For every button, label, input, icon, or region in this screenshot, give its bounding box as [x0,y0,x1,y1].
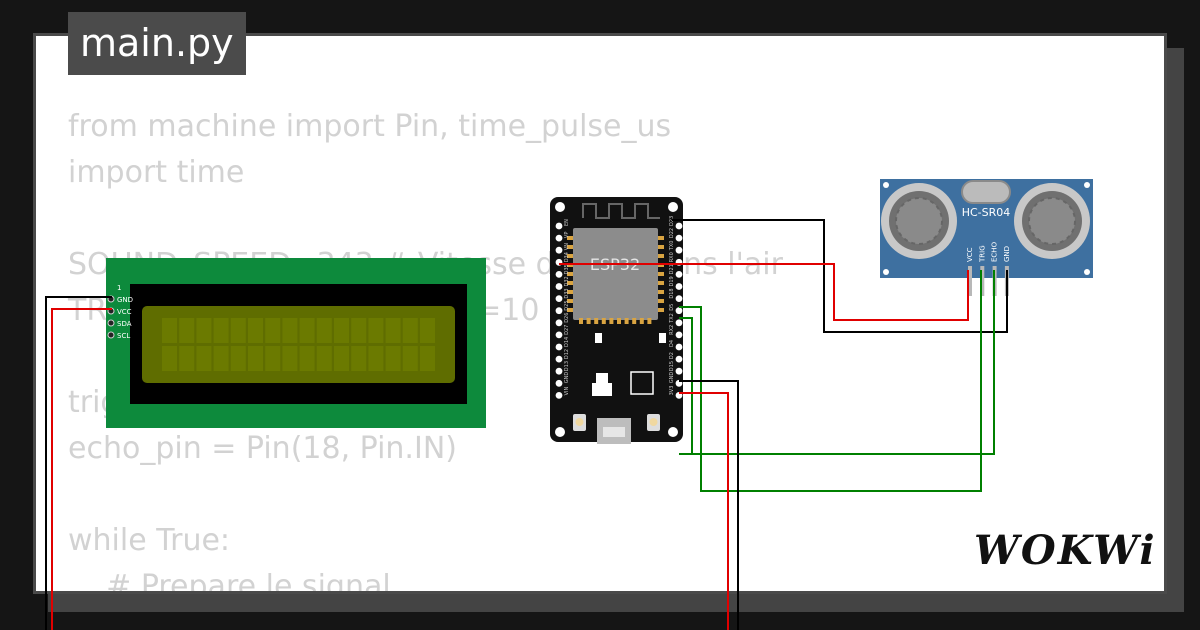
wire-lcd-gnd [45,296,112,630]
esp32-pin[interactable] [555,343,563,351]
esp32-pin-label: GND [564,372,570,384]
crystal [961,180,1011,204]
esp32-pin[interactable] [675,234,683,242]
lcd-pin-label: 1 [117,284,121,292]
esp32-pin[interactable] [675,343,683,351]
lcd-pin-label: GND [117,296,133,304]
esp32-pin[interactable] [675,367,683,375]
esp32-pin[interactable] [555,307,563,315]
esp32-pin[interactable] [555,222,563,230]
esp32-pin-label: D27 [564,325,570,335]
wire-trig [679,270,982,492]
esp32-pin[interactable] [555,392,563,399]
esp32-module [573,228,658,320]
esp32-pin-label: D15 [669,361,675,371]
lcd-pin-label: VCC [117,308,132,316]
esp32-pin[interactable] [675,355,683,363]
wire-esp-gnd [679,380,739,630]
sensor-pin[interactable] [980,266,985,296]
esp32-pin[interactable] [555,379,563,387]
esp32-pin-label: D4 [669,340,675,347]
esp32-pin-label: RX2 [669,325,675,335]
esp32-pin-label: D22 [669,228,675,238]
esp32-pin-label: D33 [564,288,570,298]
esp32-pin[interactable] [675,271,683,278]
esp32-pin-label: TX0 [669,241,675,252]
wires [45,219,1008,630]
esp32-pin-label: D14 [564,337,570,347]
esp32-pin[interactable] [555,319,563,327]
esp32-pin-label: D35 [564,264,570,274]
wokwi-logo: WOKWi [974,527,1157,574]
esp32-pin-label: RX0 [669,252,675,262]
esp32-pin[interactable] [555,295,563,302]
sensor-pin-label: GND [1003,246,1011,262]
sensor-pin-label: VCC [966,247,974,262]
wire-sensor-gnd [672,219,1008,333]
wire-esp-3v3 [679,392,729,630]
esp32-pin[interactable] [555,355,563,363]
esp32-pin-label: EN [564,219,570,226]
esp32-pin[interactable] [555,271,563,278]
sensor-pin-label: TRIG [978,245,986,263]
esp32-pin-label: VP [564,232,570,238]
esp32-board[interactable]: ESP32 ENVPVND34D35D32D33D25D26D27D14D12D… [550,197,683,444]
esp32-pin-label: D13 [564,361,570,371]
esp32-pin[interactable] [675,283,683,290]
esp32-pin-label: D21 [669,264,675,274]
esp32-pin-label: VIN [564,387,570,396]
wire-echo [679,270,995,455]
lcd-pin-label: SDA [117,320,132,328]
esp32-pin[interactable] [675,246,683,254]
esp32-pin-label: TX2 [669,313,675,324]
esp32-pin-label: D12 [564,349,570,359]
wire-lcd-vcc [51,308,112,630]
sensor-pin-label: ECHO [991,241,999,262]
file-tab-main-py[interactable]: main.py [68,12,246,75]
esp32-pin[interactable] [555,234,563,242]
esp32-pin[interactable] [555,283,563,290]
lcd-pin-label: SCL [117,332,130,340]
antenna-icon [582,203,660,219]
esp32-pin[interactable] [675,222,683,230]
esp32-pin[interactable] [675,331,683,339]
lcd-char-grid [162,318,435,371]
lcd-pin[interactable] [107,331,115,339]
sensor-pin[interactable] [968,266,972,296]
esp32-pin[interactable] [675,307,683,315]
esp32-pin-label: D34 [564,252,570,262]
esp32-pin-label: D26 [564,313,570,323]
esp32-pin-label: D25 [564,300,570,310]
esp32-pin[interactable] [675,295,683,302]
wire-sensor-vcc [559,263,969,321]
esp32-pin[interactable] [675,319,683,327]
esp32-pin-label: 3V3 [669,386,675,396]
transducer-right [1014,183,1090,259]
sensor-label: HC-SR04 [962,206,1011,219]
esp32-pin-label: D18 [669,288,675,298]
esp32-pin[interactable] [555,331,563,339]
esp32-pin-label: D2 [669,352,675,359]
esp32-pin-label: GND [669,372,675,384]
transducer-left [881,183,957,259]
esp32-pin-label: D32 [564,276,570,286]
esp32-pin-label: D5 [669,304,675,311]
esp32-pin[interactable] [555,246,563,254]
usb-chip [630,371,654,395]
esp32-pin-label: VN [564,243,570,250]
esp32-pin[interactable] [555,367,563,375]
esp32-pin-label: D19 [669,276,675,286]
lcd-pin[interactable] [107,319,115,327]
hc-sr04-sensor[interactable]: HC-SR04 VCC TRIG ECHO GND [880,179,1093,296]
